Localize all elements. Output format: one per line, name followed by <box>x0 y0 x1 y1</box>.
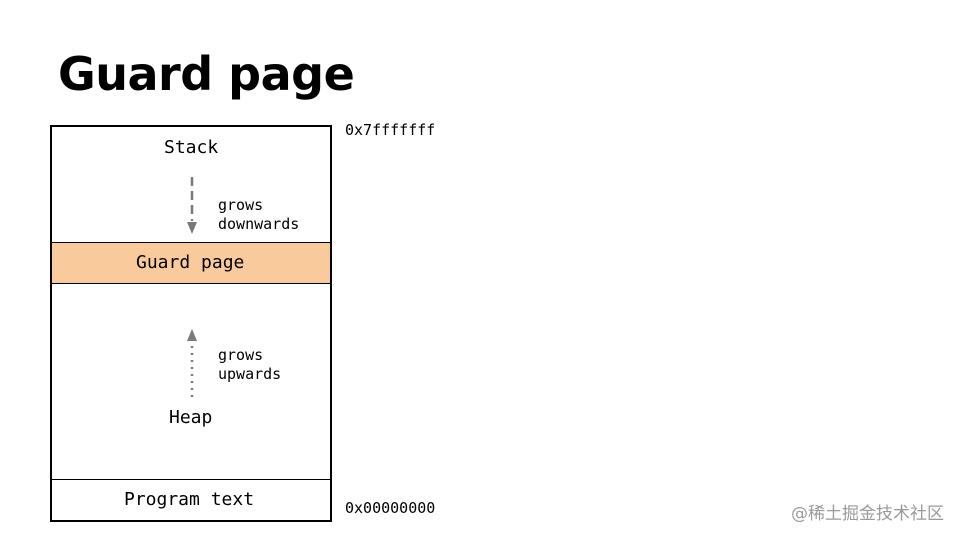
heap-segment: grows upwards Heap <box>52 284 330 479</box>
stack-label: Stack <box>164 137 219 158</box>
address-bottom: 0x00000000 <box>345 499 436 517</box>
heap-grows-up-arrow <box>187 329 197 398</box>
guard-page-label: Guard page <box>136 252 245 273</box>
heap-label: Heap <box>169 407 213 428</box>
guard-page-segment: Guard page <box>52 242 330 284</box>
stack-note-line2: downwards <box>218 215 300 233</box>
slide-title: Guard page <box>58 47 355 101</box>
program-text-segment: Program text <box>52 479 330 520</box>
watermark: @稀土掘金技术社区 <box>791 504 944 524</box>
heap-note-line2: upwards <box>218 365 282 383</box>
stack-grows-down-arrow <box>187 177 197 234</box>
stack-note-line1: grows <box>218 196 264 214</box>
address-top: 0x7fffffff <box>345 121 436 139</box>
stack-segment: Stack grows downwards <box>52 127 330 242</box>
program-text-label: Program text <box>124 489 255 510</box>
heap-note-line1: grows <box>218 346 264 364</box>
memory-layout-diagram: Stack grows downwards Guard page grows u… <box>50 125 332 522</box>
